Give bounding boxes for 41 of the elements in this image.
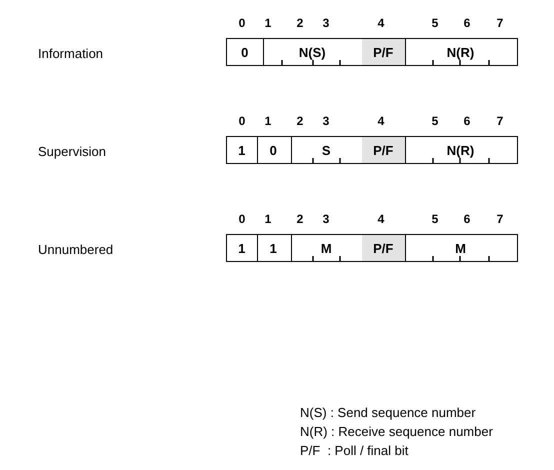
bit-field: 1 — [256, 234, 292, 262]
bit-number: 4 — [376, 16, 386, 30]
bit-field: 0 — [226, 38, 264, 66]
bit-number: 3 — [322, 212, 330, 226]
bit-field: P/F — [362, 38, 406, 66]
bit-number: 1 — [264, 114, 272, 128]
legend-note: P/F : Poll / final bit — [300, 443, 408, 458]
bit-field: P/F — [362, 136, 406, 164]
bit-number: 0 — [238, 212, 246, 226]
bit-field: N(R) — [404, 38, 518, 66]
bit-number: 7 — [496, 212, 504, 226]
frame-type-label: Unnumbered — [38, 242, 114, 257]
bit-number: 0 — [238, 114, 246, 128]
bit-number: 5 — [430, 212, 440, 226]
bit-number: 7 — [496, 16, 504, 30]
bit-number: 0 — [238, 16, 246, 30]
bit-field: 1 — [226, 234, 258, 262]
legend-note: N(S) : Send sequence number — [300, 405, 476, 420]
bit-number: 6 — [462, 212, 472, 226]
bit-field: M — [404, 234, 518, 262]
bit-number: 6 — [462, 16, 472, 30]
frame-type-label: Information — [38, 46, 104, 61]
bit-field: 0 — [256, 136, 292, 164]
bit-number: 1 — [264, 16, 272, 30]
bit-number: 2 — [296, 16, 304, 30]
bit-field: P/F — [362, 234, 406, 262]
frame-type-label: Supervision — [38, 144, 106, 159]
bit-field: N(R) — [404, 136, 518, 164]
bit-field: 1 — [226, 136, 258, 164]
bit-number: 2 — [296, 114, 304, 128]
bit-number: 5 — [430, 16, 440, 30]
bit-number: 3 — [322, 114, 330, 128]
bit-number: 4 — [376, 212, 386, 226]
bit-number: 2 — [296, 212, 304, 226]
bit-number: 4 — [376, 114, 386, 128]
bit-number: 7 — [496, 114, 504, 128]
legend-note: N(R) : Receive sequence number — [300, 424, 493, 439]
bit-number: 3 — [322, 16, 330, 30]
bit-number: 5 — [430, 114, 440, 128]
bit-number: 6 — [462, 114, 472, 128]
bit-number: 1 — [264, 212, 272, 226]
